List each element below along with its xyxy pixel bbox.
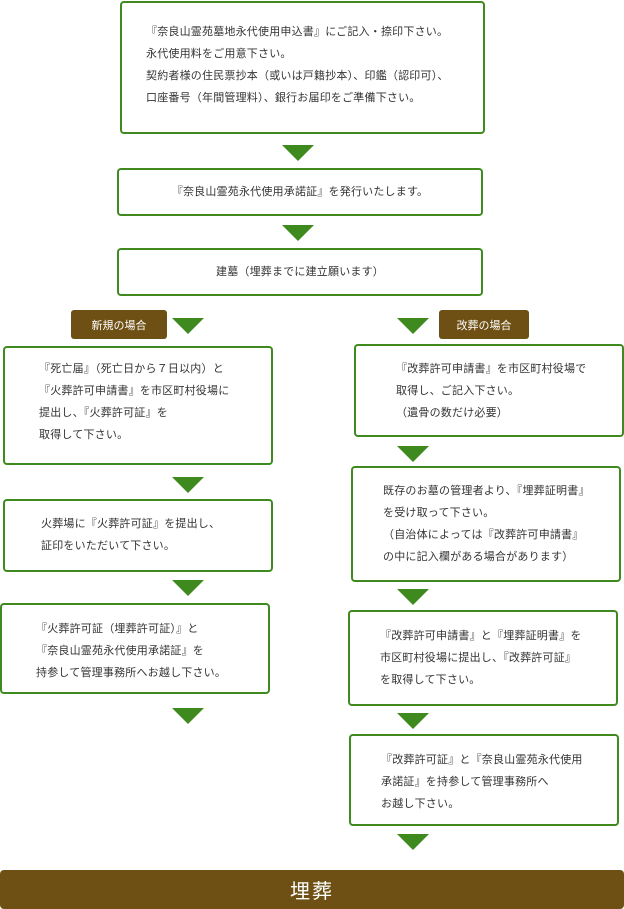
new-case-label: 新規の場合: [71, 310, 167, 339]
grave-construction-text: 建墓（埋葬までに建立願います）: [216, 265, 384, 278]
top-line-4: 口座番号（年間管理料）、銀行お届印をご準備下さい。: [146, 91, 421, 104]
arrow-down-icon: [172, 708, 204, 724]
arrow-down-icon: [282, 225, 314, 241]
arrow-down-icon: [397, 834, 429, 850]
relocation-step-3: 『改葬許可申請書』と『埋葬証明書』を 市区町村役場に提出し、『改葬許可証』 を取…: [348, 610, 618, 706]
arrow-down-icon: [397, 713, 429, 729]
top-line-3: 契約者様の住民票抄本（或いは戸籍抄本）、印鑑（認印可）、: [146, 69, 449, 82]
arrow-down-icon: [172, 318, 204, 334]
reloc-step3-line-1: 『改葬許可申請書』と『埋葬証明書』を: [380, 629, 582, 642]
new-step3-line-2: 『奈良山霊苑永代使用承諾証』を: [36, 644, 204, 657]
new-case-step-2: 火葬場に『火葬許可証』を提出し、 証印をいただいて下さい。: [3, 499, 273, 572]
reloc-step4-line-3: お越し下さい。: [381, 797, 460, 810]
relocation-step-2: 既存のお墓の管理者より、『埋葬証明書』 を受け取って下さい。 （自治体によっては…: [351, 466, 621, 582]
reloc-step2-line-2: を受け取って下さい。: [383, 506, 495, 519]
new-step1-line-2: 『火葬許可申請書』を市区町村役場に: [39, 384, 230, 397]
reloc-step1-line-2: 取得し、ご記入下さい。: [396, 384, 520, 397]
reloc-step3-line-2: 市区町村役場に提出し、『改葬許可証』: [380, 651, 577, 664]
arrow-down-icon: [172, 477, 204, 493]
certificate-issue-box: 『奈良山霊苑永代使用承諾証』を発行いたします。: [117, 168, 483, 216]
top-line-2: 永代使用料をご用意下さい。: [146, 47, 292, 60]
reloc-step2-line-3: （自治体によっては『改葬許可申請書』: [383, 528, 584, 541]
top-instruction-box: 『奈良山霊苑墓地永代使用申込書』にご記入・捺印下さい。 永代使用料をご用意下さい…: [120, 1, 485, 134]
reloc-step4-line-1: 『改葬許可証』と『奈良山霊苑永代使用: [381, 753, 583, 766]
arrow-down-icon: [397, 318, 429, 334]
burial-final-bar: 埋葬: [0, 870, 624, 909]
relocation-step-1: 『改葬許可申請書』を市区町村役場で 取得し、ご記入下さい。 （遺骨の数だけ必要）: [354, 344, 624, 437]
relocation-case-label: 改葬の場合: [439, 310, 529, 339]
reloc-step2-line-4: の中に記入欄がある場合があります）: [383, 550, 574, 563]
new-step3-line-1: 『火葬許可証（埋葬許可証）』と: [36, 622, 199, 635]
relocation-step-4: 『改葬許可証』と『奈良山霊苑永代使用 承諾証』を持参して管理事務所へ お越し下さ…: [349, 734, 619, 826]
new-step3-line-3: 持参して管理事務所へお越し下さい。: [36, 666, 227, 679]
new-step2-line-2: 証印をいただいて下さい。: [41, 539, 176, 552]
reloc-step4-line-2: 承諾証』を持参して管理事務所へ: [381, 775, 549, 788]
arrow-down-icon: [397, 446, 429, 462]
reloc-step1-line-3: （遺骨の数だけ必要）: [396, 406, 508, 419]
new-case-step-3: 『火葬許可証（埋葬許可証）』と 『奈良山霊苑永代使用承諾証』を 持参して管理事務…: [0, 603, 270, 694]
reloc-step1-line-1: 『改葬許可申請書』を市区町村役場で: [396, 362, 587, 375]
grave-construction-box: 建墓（埋葬までに建立願います）: [117, 248, 483, 296]
arrow-down-icon: [172, 580, 204, 596]
arrow-down-icon: [397, 589, 429, 605]
new-step1-line-1: 『死亡届』（死亡日から７日以内）と: [39, 362, 224, 375]
arrow-down-icon: [282, 145, 314, 161]
reloc-step3-line-3: を取得して下さい。: [380, 673, 481, 686]
reloc-step2-line-1: 既存のお墓の管理者より、『埋葬証明書』: [383, 484, 590, 497]
certificate-issue-text: 『奈良山霊苑永代使用承諾証』を発行いたします。: [171, 185, 429, 198]
new-step1-line-3: 提出し、『火葬許可証』を: [39, 406, 168, 419]
new-step2-line-1: 火葬場に『火葬許可証』を提出し、: [41, 517, 221, 530]
top-line-1: 『奈良山霊苑墓地永代使用申込書』にご記入・捺印下さい。: [146, 25, 449, 38]
new-step1-line-4: 取得して下さい。: [39, 428, 129, 441]
new-case-step-1: 『死亡届』（死亡日から７日以内）と 『火葬許可申請書』を市区町村役場に 提出し、…: [3, 346, 273, 465]
